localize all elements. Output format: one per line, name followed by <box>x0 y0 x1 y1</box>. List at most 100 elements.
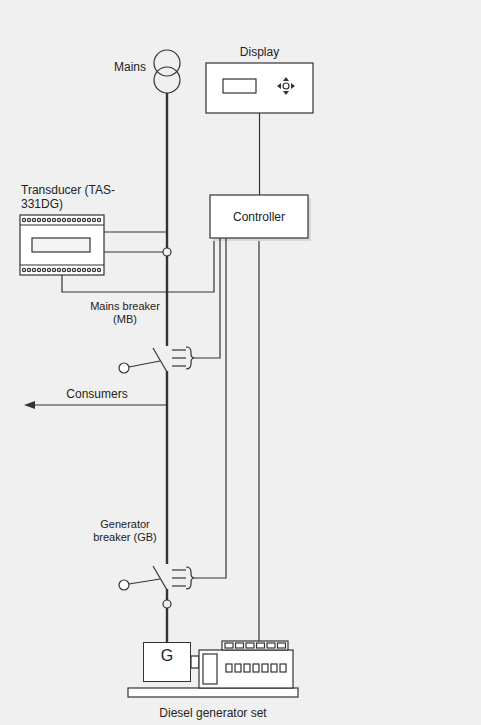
transducer-housing <box>20 215 104 275</box>
control-wire <box>172 577 186 578</box>
current-tap <box>104 251 163 252</box>
generator-letter: G <box>144 647 190 665</box>
brace <box>186 567 195 589</box>
terminal <box>22 218 25 221</box>
breaker-operator <box>119 363 129 373</box>
control-wire <box>172 357 186 358</box>
transformer-winding <box>154 50 180 76</box>
engine-panel <box>262 664 268 672</box>
terminal <box>37 218 40 221</box>
terminal <box>37 268 40 271</box>
display-screen <box>223 79 256 93</box>
terminal-strip <box>20 224 104 225</box>
terminal-strip <box>20 264 104 265</box>
consumer-feeder <box>34 404 167 405</box>
terminal <box>72 268 75 271</box>
base-frame <box>128 688 298 697</box>
terminal <box>62 268 65 271</box>
terminal <box>32 218 35 221</box>
engine-block <box>199 650 293 688</box>
node-label: Diesel generator set <box>128 706 298 720</box>
terminal <box>92 268 95 271</box>
cylinder-head <box>222 641 288 650</box>
transducer-box: Transducer (TAS-331DG) <box>20 215 104 275</box>
terminal <box>27 218 30 221</box>
cylinder <box>257 643 265 648</box>
node-label: Display <box>206 45 313 59</box>
terminal <box>87 218 90 221</box>
operator-link <box>129 361 160 367</box>
coupling <box>191 656 199 668</box>
cylinder <box>246 643 254 648</box>
terminal <box>57 268 60 271</box>
terminal <box>67 268 70 271</box>
cylinder <box>278 643 286 648</box>
breaker-blade <box>153 348 167 372</box>
control-wire <box>172 349 186 350</box>
generator-box: G <box>143 642 191 682</box>
breaker-operator <box>119 580 129 590</box>
terminal <box>32 268 35 271</box>
terminal <box>77 218 80 221</box>
genset-illustration: Diesel generator set G <box>128 640 298 722</box>
brace <box>186 347 195 369</box>
control-wire <box>195 238 220 358</box>
control-wire <box>172 365 186 366</box>
operator-link <box>129 579 160 584</box>
node-label: Transducer (TAS-331DG) <box>21 183 125 211</box>
terminal <box>47 218 50 221</box>
control-wire <box>195 238 226 578</box>
engine-panel <box>271 664 277 672</box>
terminal <box>27 268 30 271</box>
terminal <box>77 268 80 271</box>
arrowhead <box>24 401 35 409</box>
controller-box: Controller <box>210 195 308 238</box>
terminal <box>57 218 60 221</box>
control-wire <box>172 569 186 570</box>
terminal <box>42 218 45 221</box>
breaker-blade <box>153 566 167 590</box>
current-transformer <box>163 248 171 256</box>
engine-panel <box>226 664 232 672</box>
nav-button <box>283 83 289 89</box>
radiator <box>203 654 217 684</box>
terminal <box>47 268 50 271</box>
engine-panel <box>244 664 250 672</box>
node-label: Controller <box>233 210 285 224</box>
engine-panel <box>235 664 241 672</box>
transformer-symbol: Mains <box>154 50 180 93</box>
breaker-label: Mains breaker (MB) <box>90 300 160 326</box>
terminal <box>82 268 85 271</box>
transformer-winding <box>154 67 180 93</box>
terminal <box>62 218 65 221</box>
terminal <box>97 268 100 271</box>
nav-arrows <box>277 77 295 95</box>
cylinder <box>225 643 233 648</box>
terminal <box>67 218 70 221</box>
feeder-label: Consumers <box>52 388 142 401</box>
engine-panel <box>253 664 259 672</box>
cylinder <box>267 643 275 648</box>
terminal <box>52 218 55 221</box>
terminal <box>82 218 85 221</box>
display-housing <box>206 63 313 113</box>
engine-panel <box>280 664 286 672</box>
signal-line <box>259 113 260 195</box>
terminal <box>87 268 90 271</box>
control-wire <box>172 585 186 586</box>
signal-line <box>258 238 259 651</box>
terminal <box>42 268 45 271</box>
terminal <box>22 268 25 271</box>
terminal <box>52 268 55 271</box>
controller-housing <box>210 195 308 238</box>
terminal <box>72 218 75 221</box>
cylinder <box>236 643 244 648</box>
terminal <box>97 218 100 221</box>
terminal <box>92 218 95 221</box>
voltage-tap <box>104 231 167 232</box>
current-transformer <box>163 600 171 608</box>
transducer-front <box>32 238 90 252</box>
display-box: Display <box>206 63 313 113</box>
breaker-label: Generator breaker (GB) <box>88 518 162 544</box>
